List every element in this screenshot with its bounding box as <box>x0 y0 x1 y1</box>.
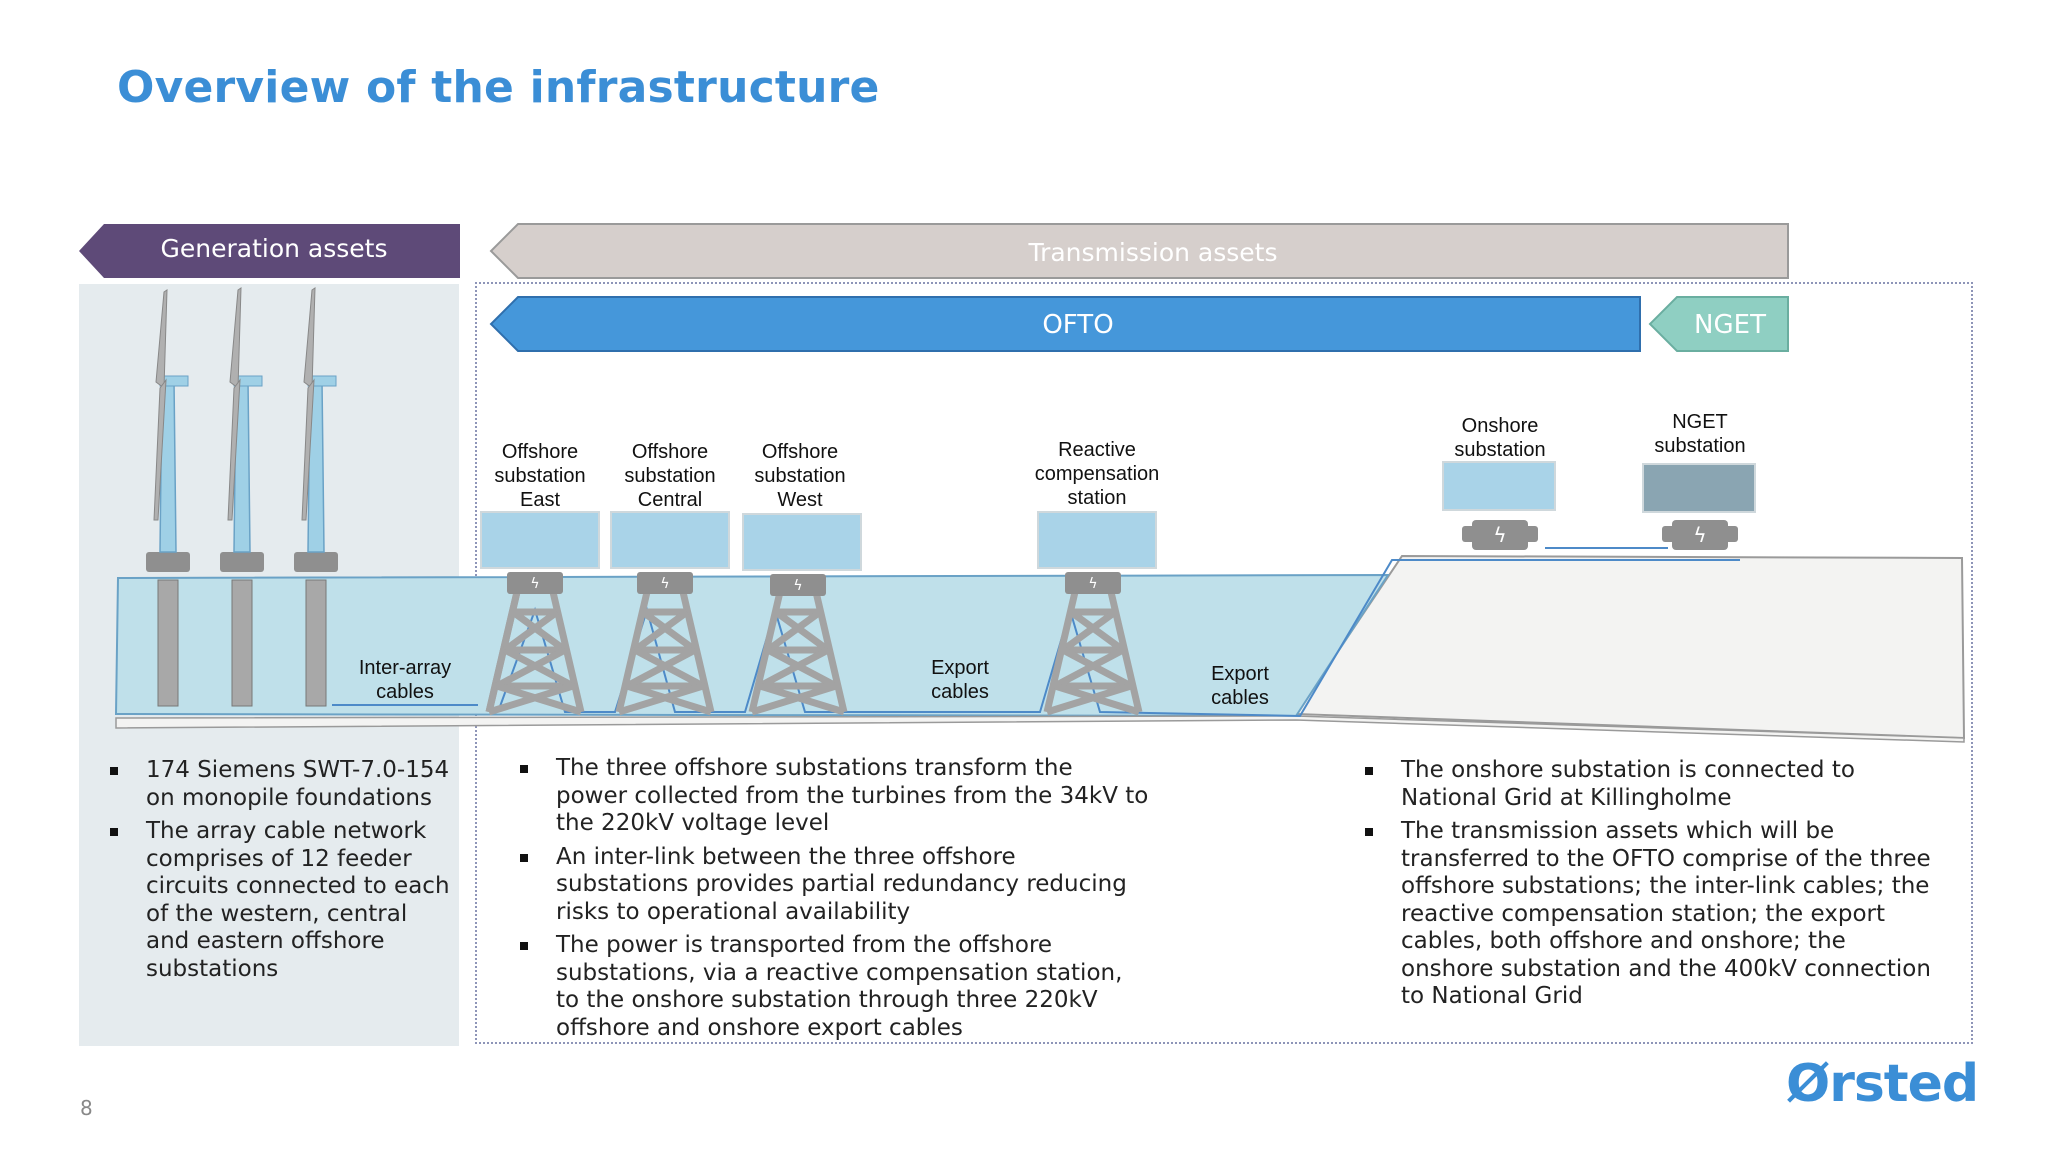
offshore-substation-central-label: Offshore substation Central <box>624 441 716 511</box>
transmission-assets-label: Transmission assets <box>1028 238 1278 267</box>
jacket-platforms <box>485 591 1143 716</box>
offshore-substation-east-label: Offshore substation East <box>494 441 586 511</box>
reactive-compensation-label: Reactive compensation station <box>1034 439 1160 509</box>
export-cables-label-onshore: Export cables <box>1211 663 1269 709</box>
bullet-item: An inter-link between the three offshore… <box>520 844 1150 927</box>
ofto-arrow <box>489 296 1641 352</box>
nget-label: NGET <box>1694 310 1766 340</box>
ofto-label: OFTO <box>1042 310 1114 340</box>
nget-arrow <box>1648 296 1789 352</box>
offshore-substation-west-box <box>742 513 862 571</box>
svg-text:ϟ: ϟ <box>793 578 802 594</box>
svg-text:ϟ: ϟ <box>1493 523 1506 547</box>
page-title: Overview of the infrastructure <box>117 62 880 113</box>
offshore-bullets: The three offshore substations transform… <box>520 755 1150 1048</box>
onshore-bullets: The onshore substation is connected to N… <box>1365 757 1945 1017</box>
bullet-item: The array cable network comprises of 12 … <box>110 818 455 983</box>
inter-array-cables-label: Inter-array cables <box>358 657 452 703</box>
offshore-substation-east-box <box>480 511 600 569</box>
wind-turbines <box>146 287 338 707</box>
onshore-substation-label: Onshore substation <box>1454 415 1546 461</box>
bullet-item: The power is transported from the offsho… <box>520 932 1150 1042</box>
transmission-assets-arrow <box>489 223 1789 279</box>
page-number: 8 <box>80 1096 93 1120</box>
svg-text:ϟ: ϟ <box>660 576 669 592</box>
offshore-substation-west-label: Offshore substation West <box>754 441 846 511</box>
transformer-blocks <box>507 520 1738 596</box>
svg-text:ϟ: ϟ <box>530 576 539 592</box>
reactive-compensation-box <box>1037 511 1157 569</box>
bullet-item: 174 Siemens SWT-7.0-154 on monopile foun… <box>110 757 455 812</box>
generation-bullets: 174 Siemens SWT-7.0-154 on monopile foun… <box>110 757 455 989</box>
generation-assets-arrow <box>79 224 460 278</box>
orsted-logo: Ørsted <box>1786 1054 1979 1114</box>
land-area <box>1294 554 1966 740</box>
lightning-icons: ϟ ϟ ϟ ϟ ϟ ϟ <box>530 523 1706 594</box>
nget-substation-box <box>1642 463 1756 513</box>
bullet-item: The onshore substation is connected to N… <box>1365 757 1945 812</box>
offshore-substation-central-box <box>610 511 730 569</box>
svg-text:ϟ: ϟ <box>1693 523 1706 547</box>
bullet-item: The transmission assets which will be tr… <box>1365 818 1945 1011</box>
nget-substation-label: NGET substation <box>1654 411 1746 457</box>
bullet-item: The three offshore substations transform… <box>520 755 1150 838</box>
onshore-substation-box <box>1442 461 1556 511</box>
svg-text:ϟ: ϟ <box>1088 576 1097 592</box>
export-cables-label: Export cables <box>931 657 989 703</box>
generation-assets-label: Generation assets <box>160 234 388 263</box>
